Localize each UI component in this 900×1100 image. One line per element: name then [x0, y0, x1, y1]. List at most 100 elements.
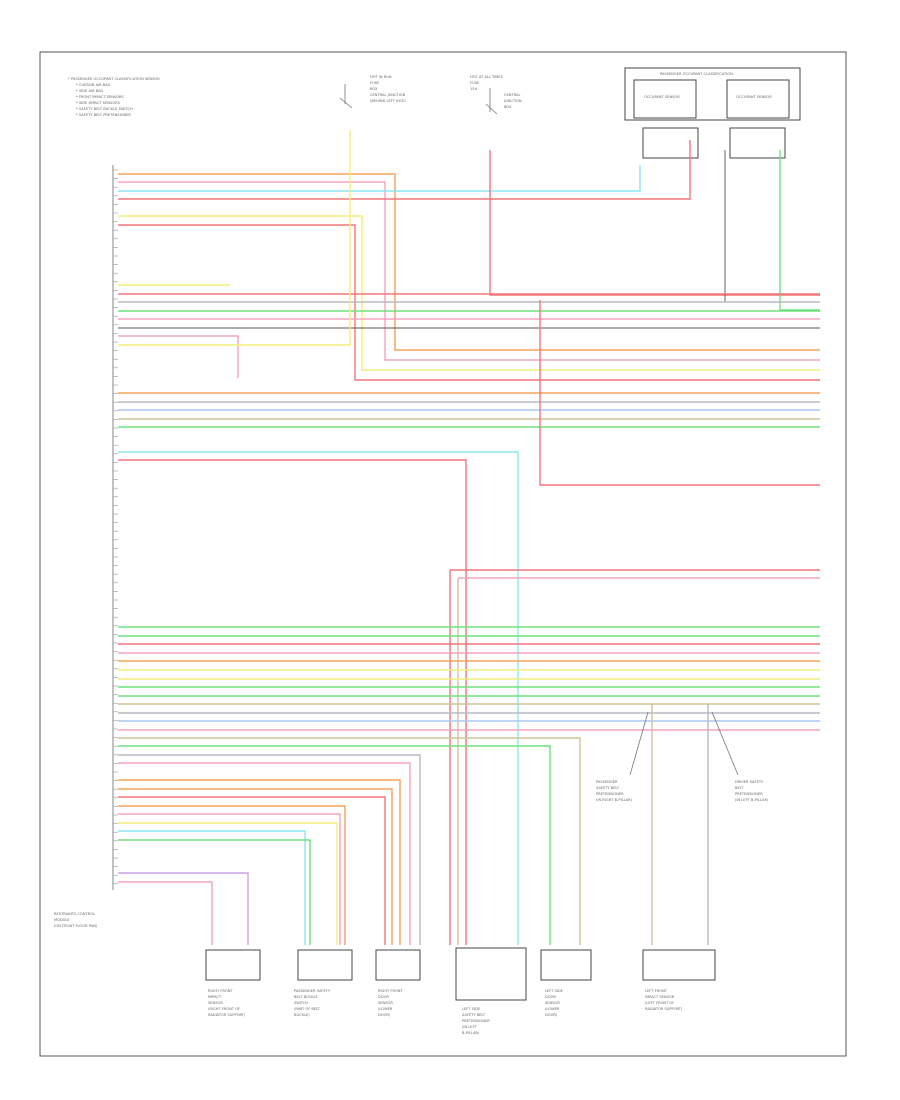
module-label-line-2: MODULE [54, 918, 70, 922]
rf-door-line-2: DOOR [378, 995, 389, 999]
pass-belt-line-3: SWITCH [294, 1001, 308, 1005]
wire-top-yellow [118, 215, 820, 371]
lf-door-line-4: (LOWER [545, 1007, 560, 1011]
pass-belt-line-5: BUCKLE) [294, 1013, 310, 1017]
callout-2-line-3: PRETENSIONER [735, 792, 763, 796]
callout-1-line-1: PASSENGER [596, 780, 618, 784]
component-box-pass-belt [297, 949, 353, 981]
occupant-sensor-right-box [726, 79, 790, 119]
note-line-7: * SAFETY BELT PRETENSIONER [76, 113, 131, 117]
wire-cyan-down [118, 451, 519, 945]
rf-sensor-line-4: (RIGHT FRONT OF [208, 1007, 240, 1011]
callout-2-line-1: DRIVER SAFETY [735, 780, 764, 784]
callout-leader-2 [711, 711, 739, 776]
wire-drop-cyan [118, 830, 306, 945]
fuse-junction-line-1: HOT IN RUN [370, 75, 392, 79]
component-box-rf-door [375, 949, 421, 981]
lf-impact-line-1: LEFT FRONT [645, 989, 668, 993]
hot-line-2: FUSE [470, 81, 480, 85]
lf-pret-line-3: PRETENSIONER [462, 1019, 490, 1023]
hot-line-1: HOT AT ALL TIMES [470, 75, 504, 79]
lf-pret-line-1: LEFT SIDE [462, 1007, 481, 1011]
wire-mid-pink-2 [118, 335, 239, 378]
callout-1-line-4: (IN RIGHT B-PILLAR) [596, 798, 633, 802]
note-line-2: * CURTAIN AIR BAG [76, 83, 111, 87]
fuse-junction-line-2: FUSE [370, 81, 380, 85]
wire-red-drop [539, 300, 820, 486]
lf-door-line-3: SENSOR [545, 1001, 560, 1005]
wire-drop-violet [118, 872, 249, 945]
fuse-junction-block: HOT IN RUN FUSE BOX CENTRAL JUNCTION (BE… [339, 75, 406, 109]
lf-impact-line-3: (LEFT FRONT OF [645, 1001, 674, 1005]
callout-1-line-2: SAFETY BELT [596, 786, 620, 790]
occupant-sensor-left-label: OCCUPANT SENSOR [644, 95, 680, 99]
pass-belt-line-2: BELT BUCKLE [294, 995, 319, 999]
bottom-components: RIGHT FRONT IMPACT SENSOR (RIGHT FRONT O… [205, 947, 716, 1035]
lf-pret-line-4: (IN LEFT [462, 1025, 478, 1029]
fuse-junction-line-3: BOX [370, 87, 378, 91]
wire-drop-orange-3 [118, 805, 346, 945]
rf-door-line-4: (LOWER [378, 1007, 393, 1011]
callout-1-line-3: PRETENSIONER [596, 792, 624, 796]
wire-drop-pink-2 [118, 813, 341, 945]
occupant-subbox-left [642, 127, 699, 159]
passenger-module-title: PASSENGER OCCUPANT CLASSIFICATION [660, 72, 733, 76]
rf-door-line-3: SENSOR [378, 1001, 393, 1005]
occupant-subbox-right [729, 127, 786, 159]
wire-harness [118, 130, 820, 945]
rf-sensor-line-5: RADIATOR SUPPORT) [208, 1013, 246, 1017]
note-line-5: * SIDE IMPACT SENSORS [76, 101, 121, 105]
wire-drop-pink-3 [118, 881, 213, 945]
wire-drop-tan [118, 737, 581, 945]
wire-green-right [779, 150, 820, 311]
rf-sensor-line-3: SENSOR [208, 1001, 223, 1005]
component-box-rf-sensor [205, 949, 261, 981]
lf-door-line-5: DOOR) [545, 1013, 558, 1017]
note-line-4: * FRONT IMPACT SENSORS [76, 95, 125, 99]
callout-driver-pretensioner: DRIVER SAFETY BELT PRETENSIONER (IN LEFT… [711, 711, 769, 802]
wire-drop-orange-1 [118, 779, 401, 945]
component-box-lf-pretensioner [455, 947, 527, 1001]
note-line-3: * SIDE AIR BAG [76, 89, 103, 93]
notes-block: * PASSENGER OCCUPANT CLASSIFICATION SENS… [68, 77, 160, 117]
callout-2-line-4: (IN LEFT B-PILLAR) [735, 798, 769, 802]
module-label-line-1: RESTRAINTS CONTROL [54, 912, 95, 916]
lf-impact-line-4: RADIATOR SUPPORT) [645, 1007, 683, 1011]
lf-pret-line-2: SAFETY BELT [462, 1013, 486, 1017]
hot-side-text-1: CENTRAL [504, 93, 520, 97]
wire-black-right [724, 150, 820, 303]
hot-side-text-2: JUNCTION [503, 99, 522, 103]
wire-top-cyan [118, 165, 641, 192]
hot-side-text-3: BOX [504, 105, 512, 109]
passenger-occupant-module: PASSENGER OCCUPANT CLASSIFICATION OCCUPA… [624, 67, 801, 159]
wire-drop-pink [118, 762, 411, 945]
wire-drop-gray [118, 754, 421, 945]
module-connector-column [112, 165, 118, 890]
lf-door-line-1: LEFT SIDE [545, 989, 564, 993]
rf-sensor-line-1: RIGHT FRONT [208, 989, 233, 993]
rf-door-line-5: DOOR) [378, 1013, 391, 1017]
wire-drop-orange-2 [118, 788, 393, 945]
component-box-lf-impact [642, 949, 716, 981]
wire-top-red-1 [118, 140, 691, 200]
wire-drop-red [118, 796, 386, 945]
component-box-lf-door-sensor [540, 949, 592, 981]
wire-top-pink [118, 181, 820, 361]
wire-drop-green [118, 745, 551, 945]
callout-passenger-pretensioner: PASSENGER SAFETY BELT PRETENSIONER (IN R… [596, 711, 649, 802]
occupant-sensor-left-box [633, 79, 697, 119]
lf-pret-line-5: B-PILLAR) [462, 1031, 480, 1035]
wire-mid-yellow-up [118, 225, 351, 346]
wire-hot-red [489, 150, 820, 296]
fuse-junction-line-5: (BEHIND LEFT KICK) [370, 99, 406, 103]
rf-door-line-1: RIGHT FRONT [378, 989, 403, 993]
module-label: RESTRAINTS CONTROL MODULE (ON FRONT FLOO… [54, 912, 98, 928]
relay-symbol [485, 88, 498, 115]
wire-top-orange [118, 173, 820, 351]
occupant-sensor-right-label: OCCUPANT SENSOR [736, 95, 772, 99]
wire-drop-yellow [118, 822, 338, 945]
callout-leader-1 [629, 711, 649, 776]
lf-impact-line-2: IMPACT SENSOR [645, 995, 675, 999]
wire-red-down [118, 459, 467, 945]
